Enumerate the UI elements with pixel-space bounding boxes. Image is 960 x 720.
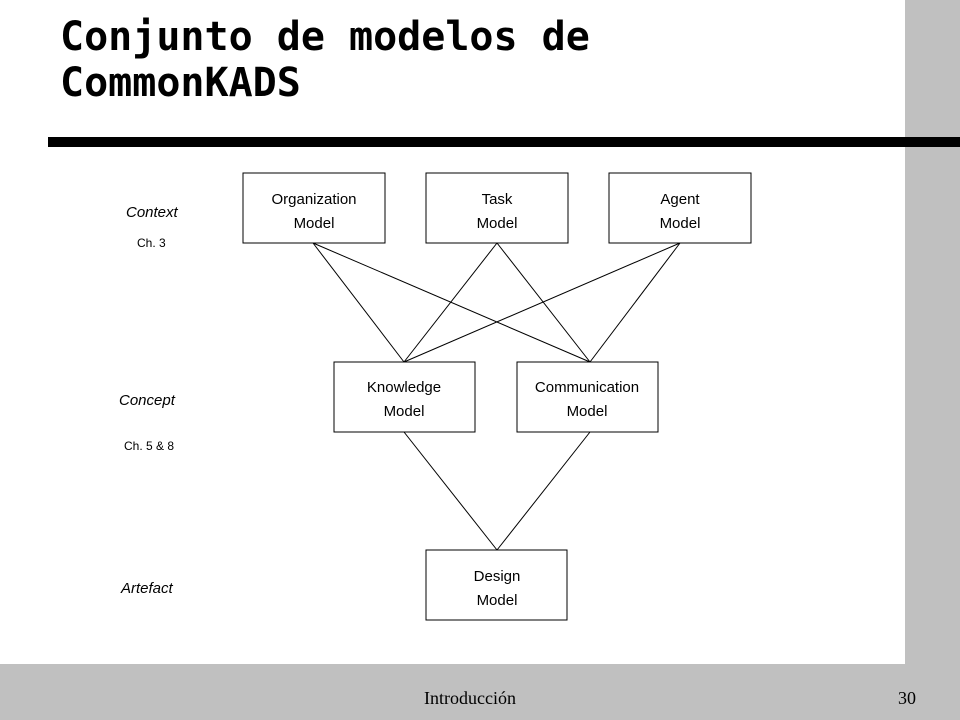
model-box-task-line1: Task	[482, 191, 513, 208]
model-box-design-line1: Design	[474, 568, 521, 585]
model-box-organization: Organization Model	[242, 172, 386, 244]
level-ref-context: Ch. 3	[137, 236, 166, 250]
level-ref-concept: Ch. 5 & 8	[124, 439, 174, 453]
link-knowledge-design	[403, 431, 498, 551]
model-box-organization-line1: Organization	[271, 191, 356, 208]
model-box-knowledge: Knowledge Model	[333, 361, 476, 433]
link-task-knowledge	[403, 242, 498, 363]
link-task-communication	[496, 242, 591, 363]
slide-right-band	[905, 0, 960, 720]
model-box-design: Design Model	[425, 549, 568, 621]
page-number: 30	[898, 688, 916, 708]
model-box-knowledge-line1: Knowledge	[367, 379, 441, 396]
model-box-communication-line2: Model	[567, 403, 608, 420]
slide-title: Conjunto de modelos de CommonKADS	[60, 14, 590, 106]
level-label-artefact: Artefact	[120, 580, 174, 597]
link-agent-communication	[589, 242, 681, 363]
level-context: Context Ch. 3	[126, 204, 179, 250]
model-box-task: Task Model	[425, 172, 569, 244]
level-label-concept: Concept	[119, 392, 176, 409]
link-organization-knowledge	[312, 242, 405, 363]
slide-title-line-1: Conjunto de modelos de	[60, 14, 590, 60]
model-links	[312, 242, 681, 551]
level-artefact: Artefact	[120, 580, 174, 597]
model-box-agent-line1: Agent	[660, 191, 700, 208]
model-box-communication: Communication Model	[516, 361, 659, 433]
link-organization-communication	[312, 242, 591, 363]
slide-title-line-2: CommonKADS	[60, 60, 301, 106]
slide-bottom-band	[0, 664, 960, 720]
model-box-agent: Agent Model	[608, 172, 752, 244]
model-box-knowledge-line2: Model	[384, 403, 425, 420]
title-rule	[48, 137, 960, 147]
level-label-context: Context	[126, 204, 179, 221]
model-box-design-line2: Model	[477, 592, 518, 609]
model-box-agent-line2: Model	[660, 215, 701, 232]
model-box-organization-line2: Model	[294, 215, 335, 232]
model-box-task-line2: Model	[477, 215, 518, 232]
level-concept: Concept Ch. 5 & 8	[119, 392, 176, 453]
footer-title: Introducción	[424, 688, 516, 708]
link-agent-knowledge	[403, 242, 681, 363]
model-box-communication-line1: Communication	[535, 379, 639, 396]
commonkads-model-diagram: Context Ch. 3 Concept Ch. 5 & 8 Artefact…	[119, 172, 752, 621]
link-communication-design	[496, 431, 591, 551]
